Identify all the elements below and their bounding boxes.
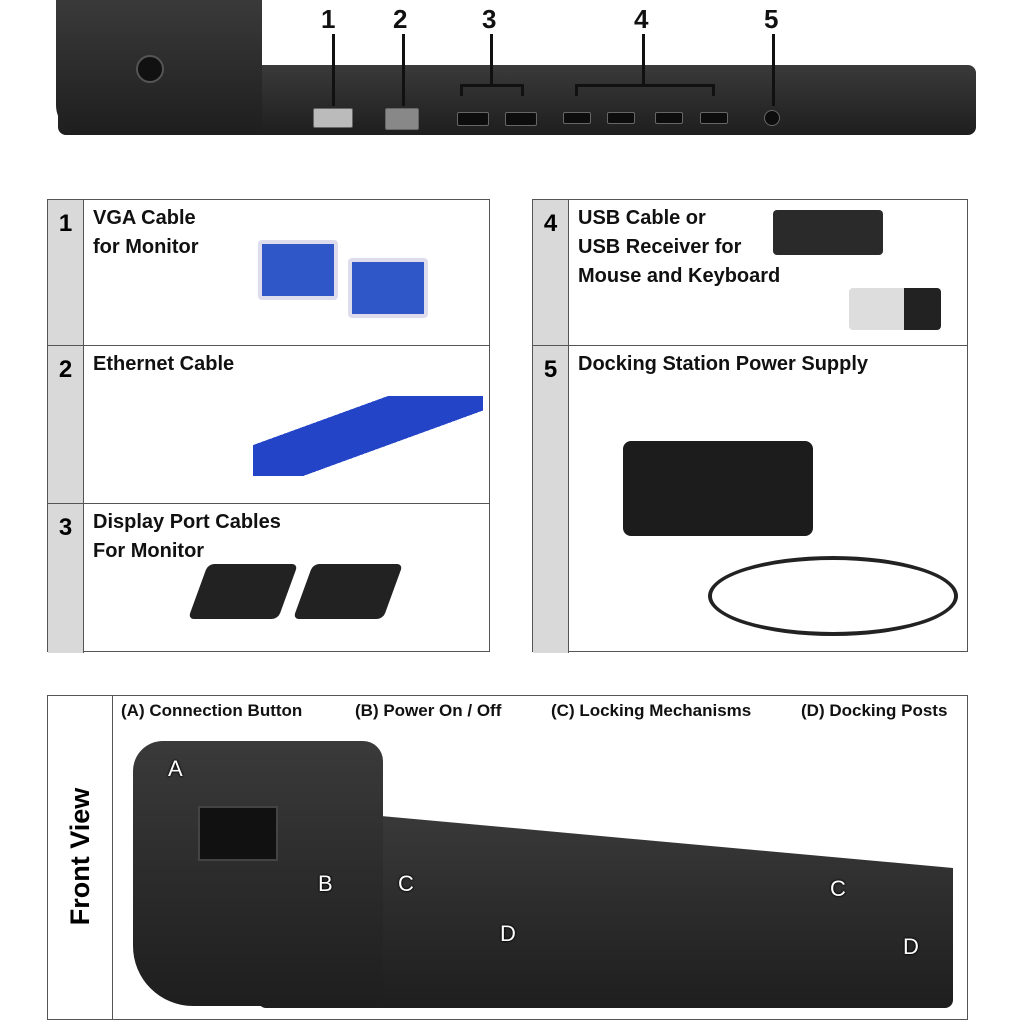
vga-cable-photo: [258, 240, 338, 300]
ethernet-port: [385, 108, 419, 130]
usb-cable-photo: [773, 210, 883, 255]
displayport-1: [457, 112, 489, 126]
callout-b: B: [318, 871, 333, 896]
port-number-5: 5: [764, 4, 779, 34]
port-number-2: 2: [393, 4, 408, 34]
power-cord-photo: [708, 556, 958, 636]
callout-d: D: [500, 921, 516, 946]
connection-button: [198, 806, 278, 861]
item-row-2: 2 Ethernet Cable: [48, 346, 489, 504]
pointer-line-1: [332, 34, 335, 106]
item-label: USB Cable or USB Receiver for Mouse and …: [578, 207, 781, 287]
power-button: [136, 55, 164, 83]
vga-cable-photo-2: [348, 258, 428, 318]
label-locking: (C) Locking Mechanisms: [551, 701, 752, 720]
usb-port-3: [655, 112, 683, 124]
item-row-4: 4 USB Cable or USB Receiver for Mouse an…: [533, 200, 967, 346]
item-row-3: 3 Display Port Cables For Monitor: [48, 504, 489, 653]
usb-receiver-photo: [849, 288, 941, 330]
pointer-line-2: [402, 34, 405, 106]
item-label: VGA Cable for Monitor: [93, 207, 199, 258]
power-jack: [764, 110, 780, 126]
usb-port-2: [607, 112, 635, 124]
pointer-line-3: [490, 34, 493, 84]
bracket-3: [460, 84, 524, 96]
displayport-cable-photo: [187, 564, 299, 619]
label-power: (B) Power On / Off: [355, 701, 502, 720]
item-row-5: 5 Docking Station Power Supply: [533, 346, 967, 653]
front-view-label-cell: Front View: [48, 696, 113, 1019]
cable-table-right: 4 USB Cable or USB Receiver for Mouse an…: [532, 199, 968, 653]
item-number: 2: [48, 346, 84, 503]
displayport-2: [505, 112, 537, 126]
callout-c-right: C: [830, 876, 846, 901]
item-label: Display Port Cables For Monitor: [93, 511, 281, 562]
front-dock-tower: [133, 741, 383, 1006]
item-number: 3: [48, 504, 84, 653]
front-view-panel: Front View (A) Connection Button (B) Pow…: [47, 695, 968, 1020]
label-connection-button: (A) Connection Button: [121, 701, 303, 720]
usb-port-4: [700, 112, 728, 124]
port-number-4: 4: [634, 4, 649, 34]
pointer-line-5: [772, 34, 775, 106]
power-adapter-photo: [623, 441, 813, 536]
callout-d-right: D: [903, 934, 919, 959]
front-view-title: Front View: [65, 787, 95, 926]
item-label: Ethernet Cable: [93, 353, 235, 375]
item-label: Docking Station Power Supply: [578, 353, 869, 375]
vga-port: [313, 108, 353, 128]
cable-table-left: 1 VGA Cable for Monitor 2 Ethernet Cable…: [47, 199, 490, 653]
item-row-1: 1 VGA Cable for Monitor: [48, 200, 489, 346]
label-docking-posts: (D) Docking Posts: [801, 701, 948, 720]
callout-a: A: [168, 756, 183, 781]
port-number-1: 1: [321, 4, 336, 34]
callout-c: C: [398, 871, 414, 896]
bracket-4: [575, 84, 715, 96]
item-number: 4: [533, 200, 569, 345]
pointer-line-4: [642, 34, 645, 84]
displayport-cable-photo-2: [292, 564, 404, 619]
item-number: 1: [48, 200, 84, 345]
ethernet-cable-photo: [253, 396, 483, 476]
item-number: 5: [533, 346, 569, 653]
usb-port-1: [563, 112, 591, 124]
port-number-3: 3: [482, 4, 497, 34]
